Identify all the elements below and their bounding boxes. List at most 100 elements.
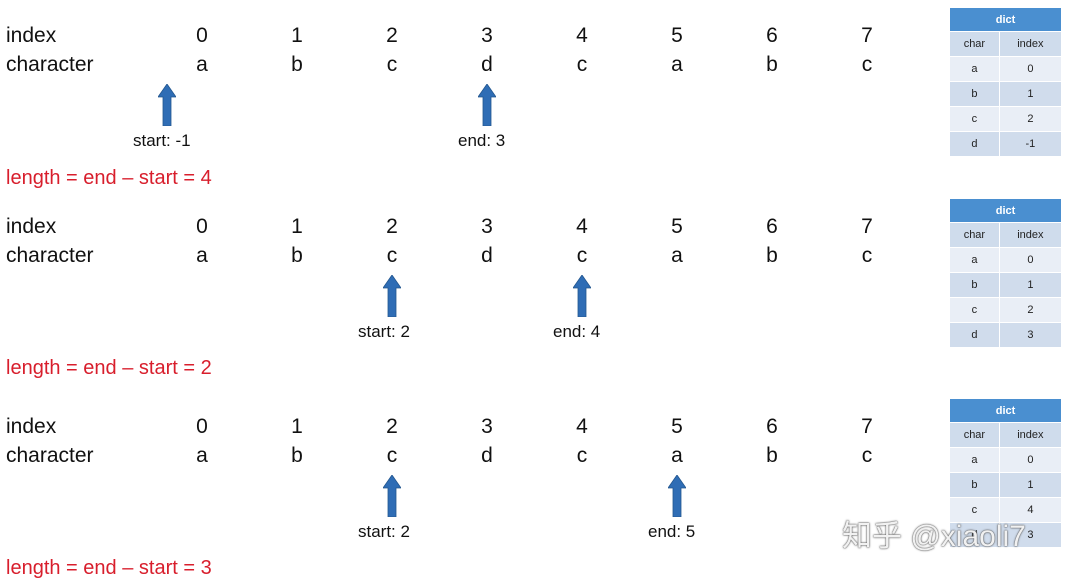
- dict-char-cell: d: [950, 522, 999, 547]
- length-formula: length = end – start = 2: [6, 357, 212, 379]
- character-cell: c: [386, 244, 398, 267]
- start-label: start: 2: [358, 322, 410, 341]
- index-cell: 1: [291, 415, 303, 438]
- end-label: end: 3: [458, 131, 506, 150]
- character-cell: c: [386, 444, 398, 467]
- character-cell: d: [481, 53, 493, 76]
- dict-index-cell: 0: [998, 247, 1061, 272]
- dict-char-cell: c: [950, 297, 999, 322]
- character-cell: b: [766, 444, 778, 467]
- index-cell: 3: [481, 24, 493, 47]
- dict-index-cell: 3: [998, 522, 1061, 547]
- character-row-label: character: [6, 53, 94, 76]
- character-cell: b: [766, 244, 778, 267]
- character-cell: c: [576, 444, 588, 467]
- character-cell: a: [196, 244, 208, 267]
- dict-char-cell: b: [950, 272, 999, 297]
- dict-char-cell: c: [950, 106, 999, 131]
- dict-char-cell: a: [950, 56, 999, 81]
- dict-row: d-1: [950, 131, 1061, 156]
- dict-index-cell: 2: [998, 106, 1061, 131]
- character-cell: d: [481, 444, 493, 467]
- character-cell: c: [386, 53, 398, 76]
- character-cell: a: [196, 53, 208, 76]
- dict-char-cell: a: [950, 447, 999, 472]
- index-cell: 2: [386, 24, 398, 47]
- length-formula: length = end – start = 4: [6, 167, 212, 189]
- index-cell: 3: [481, 415, 493, 438]
- end-label: end: 5: [648, 522, 696, 541]
- index-cell: 1: [291, 215, 303, 238]
- character-cell: b: [291, 53, 303, 76]
- index-cell: 2: [386, 215, 398, 238]
- character-cell: b: [291, 244, 303, 267]
- index-cell: 5: [671, 215, 683, 238]
- character-cell: b: [766, 53, 778, 76]
- length-formula: length = end – start = 3: [6, 557, 212, 579]
- character-cell: c: [861, 244, 873, 267]
- dict-column-header: char: [950, 222, 999, 247]
- start-arrow-icon: [382, 274, 402, 318]
- index-cell: 0: [196, 215, 208, 238]
- dict-title: dict: [950, 8, 1061, 31]
- index-cell: 5: [671, 24, 683, 47]
- index-cell: 3: [481, 215, 493, 238]
- dict-char-cell: b: [950, 472, 999, 497]
- dict-index-cell: 1: [998, 81, 1061, 106]
- dict-column-header: char: [950, 422, 999, 447]
- character-cell: a: [671, 53, 683, 76]
- index-cell: 5: [671, 415, 683, 438]
- index-cell: 4: [576, 215, 588, 238]
- dict-index-cell: 3: [998, 322, 1061, 347]
- dict-char-cell: d: [950, 131, 999, 156]
- start-arrow-icon: [382, 474, 402, 518]
- index-row-label: index: [6, 215, 57, 238]
- character-cell: d: [481, 244, 493, 267]
- character-cell: c: [576, 53, 588, 76]
- index-cell: 7: [861, 415, 873, 438]
- dict-column-header: index: [998, 422, 1061, 447]
- end-arrow-icon: [667, 474, 687, 518]
- character-cell: c: [861, 444, 873, 467]
- index-cell: 4: [576, 415, 588, 438]
- end-arrow-icon: [572, 274, 592, 318]
- dict-index-cell: -1: [998, 131, 1061, 156]
- dict-index-cell: 0: [998, 56, 1061, 81]
- character-cell: a: [196, 444, 208, 467]
- index-cell: 6: [766, 24, 778, 47]
- dict-char-cell: b: [950, 81, 999, 106]
- dict-index-cell: 1: [998, 272, 1061, 297]
- character-cell: c: [576, 244, 588, 267]
- index-cell: 1: [291, 24, 303, 47]
- dict-column-header: index: [998, 222, 1061, 247]
- index-cell: 0: [196, 415, 208, 438]
- index-cell: 7: [861, 215, 873, 238]
- character-cell: b: [291, 444, 303, 467]
- index-cell: 4: [576, 24, 588, 47]
- dict-title: dict: [950, 399, 1061, 422]
- index-cell: 0: [196, 24, 208, 47]
- dict-title: dict: [950, 199, 1061, 222]
- index-cell: 7: [861, 24, 873, 47]
- dict-char-cell: a: [950, 247, 999, 272]
- start-label: start: -1: [133, 131, 191, 150]
- dict-column-header: char: [950, 31, 999, 56]
